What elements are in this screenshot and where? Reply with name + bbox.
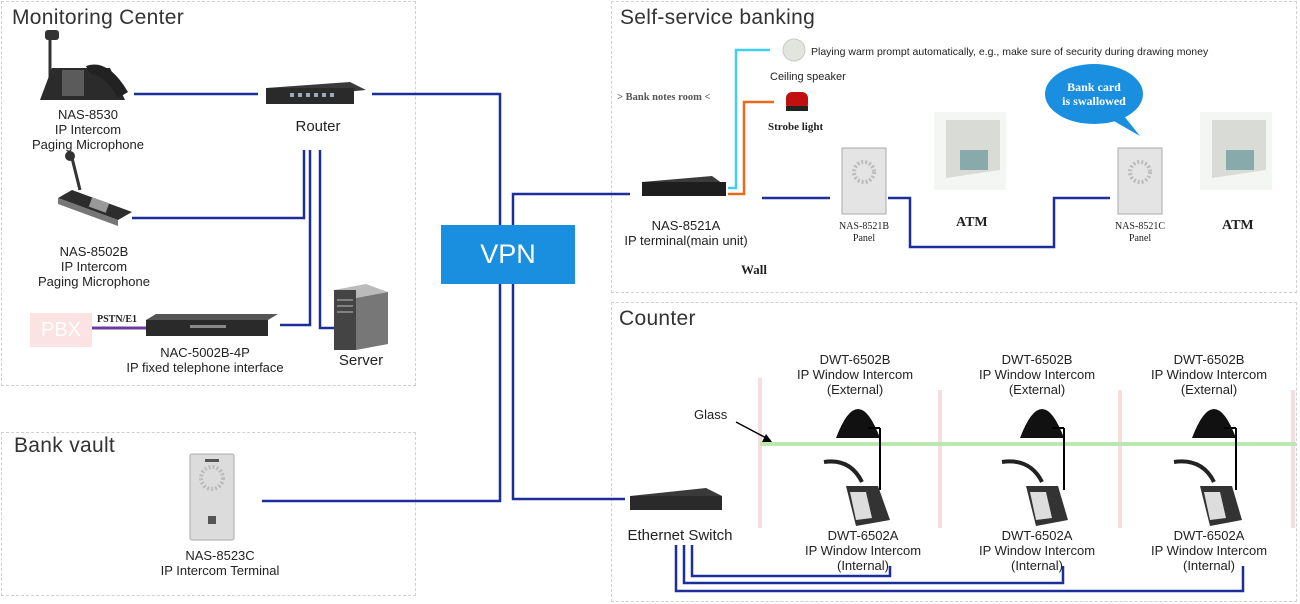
strobe-light-device xyxy=(786,92,808,111)
strobe-line xyxy=(728,100,774,196)
ethernet-switch-device xyxy=(630,488,722,510)
nas-8521a-device xyxy=(642,176,726,196)
nas-8502b-device xyxy=(58,151,132,226)
pstn-label: PSTN/E1 xyxy=(97,314,138,325)
self-service-section xyxy=(611,1,1297,293)
atm-1-device xyxy=(934,112,1006,190)
bank-card-swallowed-bubble: Bank card is swallowed xyxy=(1045,64,1143,124)
counter-title: Counter xyxy=(619,307,696,330)
nas-8523c-label: NAS-8523C IP Intercom Terminal xyxy=(160,548,280,578)
dwt-6502a-label-2: DWT-6502A IP Window Intercom (Internal) xyxy=(978,528,1096,573)
speaker-line xyxy=(728,48,770,190)
nas-8521b-device xyxy=(841,147,887,215)
dwt-6502b-label-1: DWT-6502B IP Window Intercom (External) xyxy=(796,352,914,397)
dwt-set-3 xyxy=(1173,409,1242,526)
nas-8521a-label: NAS-8521A IP terminal(main unit) xyxy=(624,218,748,248)
glass-frame xyxy=(758,378,1295,528)
ethernet-switch-label: Ethernet Switch xyxy=(627,527,733,544)
router-device xyxy=(266,82,366,104)
nas-8521c-label: NAS-8521C Panel xyxy=(1114,221,1165,244)
atm-2-device xyxy=(1200,112,1272,190)
atm-2-label: ATM xyxy=(1222,218,1254,233)
pbx-box: PBX xyxy=(30,313,92,347)
nas-8521c-device xyxy=(1117,147,1163,215)
dwt-set-2 xyxy=(1001,409,1068,526)
bank-vault-title: Bank vault xyxy=(14,434,116,457)
glass-arrow xyxy=(735,421,772,442)
dwt-6502b-label-3: DWT-6502B IP Window Intercom (External) xyxy=(1150,352,1268,397)
monitoring-center-section xyxy=(1,1,416,386)
nas-8530-label: NAS-8530 IP Intercom Paging Microphone xyxy=(31,107,145,152)
dwt-6502b-label-2: DWT-6502B IP Window Intercom (External) xyxy=(978,352,1096,397)
self-service-title: Self-service banking xyxy=(620,6,816,29)
wall-label: Wall xyxy=(741,262,768,277)
network-lines xyxy=(132,92,1245,593)
server-label: Server xyxy=(338,352,384,369)
nas-8502b-label: NAS-8502B IP Intercom Paging Microphone xyxy=(37,244,151,289)
ceiling-speaker-label: Ceiling speaker xyxy=(770,71,846,83)
bank-notes-room-label: > Bank notes room < xyxy=(617,92,711,103)
glass-label: Glass xyxy=(694,407,728,422)
vpn-box: VPN xyxy=(441,225,575,284)
monitoring-center-title: Monitoring Center xyxy=(12,6,185,29)
dwt-set-1 xyxy=(823,409,890,526)
dwt-6502a-label-3: DWT-6502A IP Window Intercom (Internal) xyxy=(1150,528,1268,573)
ceiling-speaker-device xyxy=(782,38,806,62)
strobe-light-label: Strobe light xyxy=(768,121,824,133)
bank-vault-section xyxy=(1,432,416,596)
nac-5002b-device xyxy=(146,314,278,336)
nas-8530-device xyxy=(40,30,128,100)
nas-8523c-device xyxy=(189,453,235,541)
nas-8521b-label: NAS-8521B Panel xyxy=(838,221,889,244)
atm-1-label: ATM xyxy=(956,215,988,230)
warm-prompt-label: Playing warm prompt automatically, e.g.,… xyxy=(811,46,1209,58)
server-device xyxy=(334,284,388,350)
nac-5002b-label: NAC-5002B-4P IP fixed telephone interfac… xyxy=(126,345,284,375)
dwt-6502a-label-1: DWT-6502A IP Window Intercom (Internal) xyxy=(804,528,922,573)
counter-section xyxy=(611,302,1297,602)
router-label: Router xyxy=(295,118,341,135)
